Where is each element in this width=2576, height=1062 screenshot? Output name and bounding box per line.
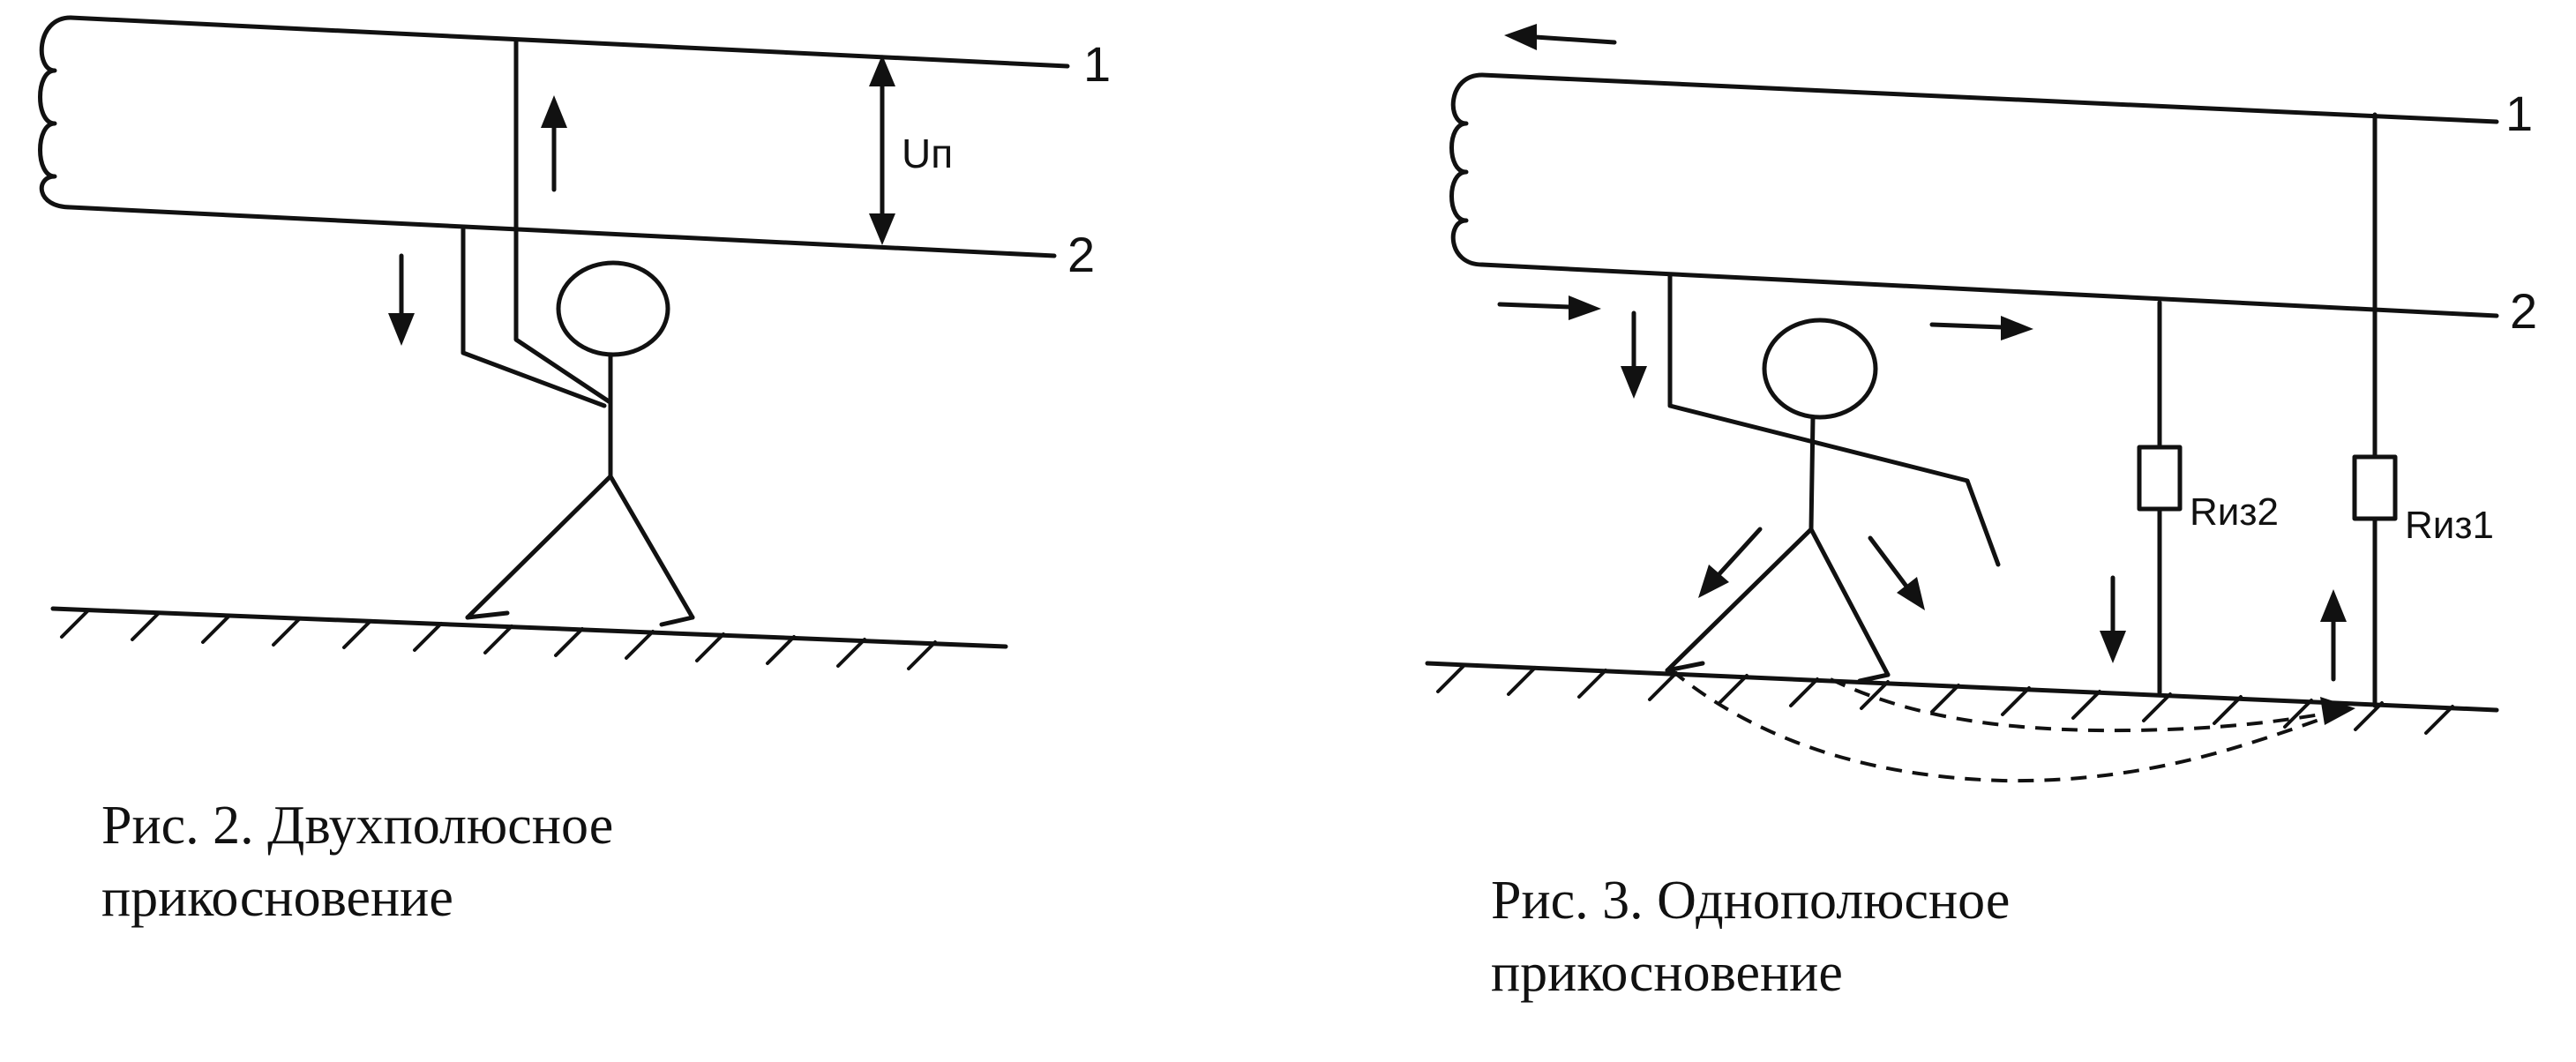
fig3-current-arrow-right-1 (1497, 295, 1601, 320)
figure-2-caption-line-1: Рис. 2. Двухполюсное (101, 796, 614, 856)
fig3-line-2 (1479, 262, 2499, 318)
fig2-ground (50, 606, 1008, 670)
fig3-line-1 (1479, 72, 2499, 124)
fig2-wire-to-line-1 (513, 37, 611, 404)
fig2-line-2 (68, 205, 1057, 258)
fig3-transformer-coil (1449, 72, 1485, 267)
fig3-earth-current-path-inner (1830, 677, 2348, 733)
fig2-current-arrow-up (541, 95, 567, 192)
fig3-line-2-label: 2 (2510, 283, 2537, 339)
fig2-transformer-coil (38, 15, 73, 210)
fig2-voltage-arrow (869, 55, 895, 245)
figure-3-caption-line-2: прикосновение (1491, 943, 1843, 1003)
fig2-voltage-label: Uп (902, 131, 953, 176)
figure-3-single-pole-touch: 1 2 (1425, 24, 2537, 783)
fig2-current-arrow-down (388, 253, 415, 346)
fig3-current-arrow-right-leg (1868, 535, 1925, 610)
fig3-resistor-1-label: Rиз1 (2405, 504, 2494, 547)
fig3-earth-current-path-outer (1670, 669, 2348, 783)
fig3-earth-current-arrowhead (2320, 697, 2355, 725)
fig3-resistor-2-label: Rиз2 (2190, 490, 2279, 534)
fig3-line-1-label: 1 (2505, 86, 2533, 141)
figure-3-caption: Рис. 3. Однополюсное прикосновение (1491, 864, 2010, 1009)
figure-3-caption-line-1: Рис. 3. Однополюсное (1491, 871, 2011, 931)
fig3-wire-to-line-2 (1667, 273, 2001, 567)
fig3-current-arrow-down (1621, 310, 1647, 399)
fig3-insulation-resistor-1 (2352, 112, 2398, 708)
fig3-ground (1425, 661, 2499, 735)
figure-2-caption: Рис. 2. Двухполюсное прикосновение (101, 789, 613, 934)
figure-2-caption-line-2: прикосновение (101, 868, 453, 928)
fig2-person-figure (465, 260, 695, 627)
fig3-person-figure (1665, 318, 1891, 684)
fig3-current-arrow-down-r2 (2100, 575, 2126, 663)
fig2-line-1 (68, 15, 1070, 69)
fig2-wire-to-line-2 (461, 227, 607, 408)
fig3-current-arrow-up-r1 (2320, 589, 2347, 682)
fig3-current-arrow-right-2 (1929, 316, 2033, 340)
fig2-line-2-label: 2 (1067, 227, 1095, 282)
fig3-direction-arrow-left (1504, 24, 1617, 50)
fig3-current-arrow-left-leg (1698, 527, 1763, 598)
figure-2-two-pole-touch: 1 2 Uп (38, 15, 1111, 670)
fig2-line-1-label: 1 (1083, 36, 1111, 92)
fig3-insulation-resistor-2 (2137, 300, 2183, 695)
